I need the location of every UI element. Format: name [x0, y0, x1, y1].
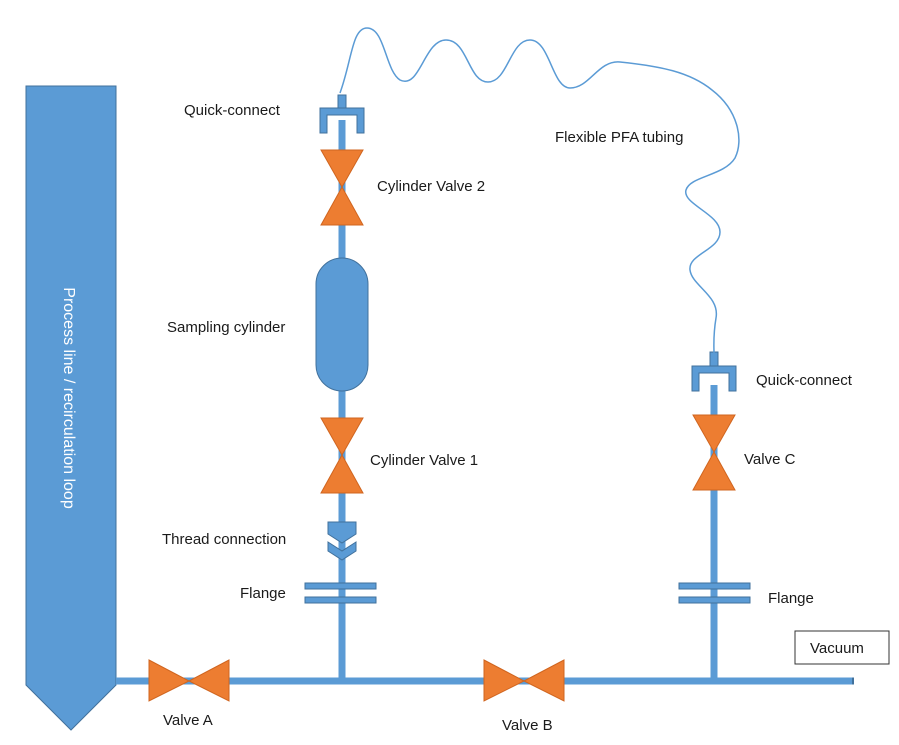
- cylinder-valve-2-label: Cylinder Valve 2: [377, 178, 485, 195]
- flange-right-label: Flange: [768, 590, 814, 607]
- cylinder-valve-2[interactable]: [320, 149, 364, 226]
- quick-connect-right-label: Quick-connect: [756, 372, 853, 389]
- process-line-column: [25, 85, 117, 731]
- sampling-cylinder-label: Sampling cylinder: [167, 319, 285, 336]
- quick-connect-top-label: Quick-connect: [184, 102, 281, 119]
- quick-connect-top: [319, 94, 365, 134]
- flange-left: [304, 582, 377, 604]
- process-line-label: Process line / recirculation loop: [60, 287, 77, 509]
- cylinder-valve-1-label: Cylinder Valve 1: [370, 452, 478, 469]
- flange-right: [678, 582, 751, 604]
- vacuum-box: [794, 630, 890, 665]
- flexible-tubing-label: Flexible PFA tubing: [555, 129, 683, 146]
- valve-b-label: Valve B: [502, 717, 553, 734]
- valve-a[interactable]: [148, 659, 230, 702]
- valve-c[interactable]: [692, 414, 736, 491]
- cylinder-valve-1[interactable]: [320, 417, 364, 494]
- valve-b[interactable]: [483, 659, 565, 702]
- thread-connection-icon: [327, 521, 357, 561]
- sampling-cylinder: [315, 257, 369, 392]
- flange-left-label: Flange: [240, 585, 286, 602]
- valve-a-label: Valve A: [163, 712, 213, 729]
- vacuum-label: Vacuum: [810, 640, 864, 657]
- flexible-pfa-tubing: [339, 27, 740, 355]
- thread-connection-label: Thread connection: [162, 531, 286, 548]
- valve-c-label: Valve C: [744, 451, 796, 468]
